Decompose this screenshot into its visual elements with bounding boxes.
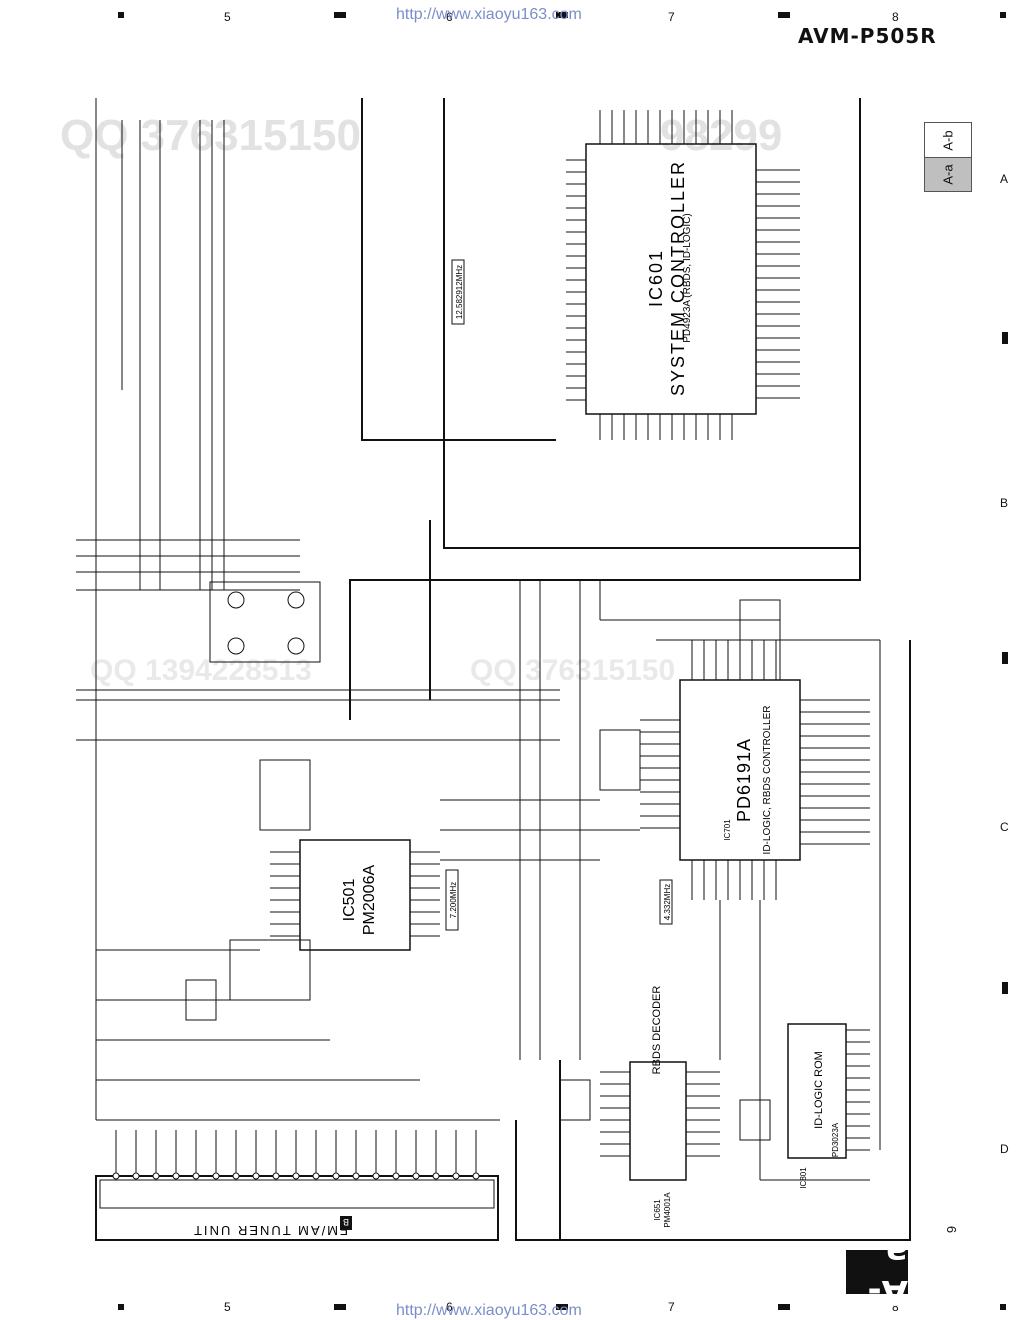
row-label-d: D [1000, 1142, 1009, 1156]
crystal-x501-label: 7.200MHz [449, 882, 458, 918]
ic701-part: PD6191A [734, 738, 754, 822]
ic501-ref: IC501 [341, 879, 358, 922]
crystal-x701: 4.332MHz [659, 879, 673, 925]
watermark-url-bottom: http://www.xiaoyu163.com [396, 1302, 582, 1319]
svg-text:QQ 1394228513: QQ 1394228513 [90, 654, 312, 687]
model-title: AVM-P505R [798, 24, 937, 48]
column-label-5: 5 [224, 10, 231, 24]
registration-mark [1002, 982, 1008, 994]
column-label-7-bottom: 7 [668, 1300, 675, 1314]
registration-mark [556, 1304, 568, 1310]
row-label-a: A [1000, 172, 1009, 186]
registration-mark [778, 1304, 790, 1310]
svg-text:QQ 376315150: QQ 376315150 [470, 654, 675, 687]
registration-mark [778, 12, 790, 18]
crystal-x501: 7.200MHz [445, 869, 459, 931]
column-label-8-bottom: 8 [892, 1300, 899, 1314]
crystal-x601-label: 12.582912MHz [455, 265, 464, 319]
column-label-5-bottom: 5 [224, 1300, 231, 1314]
ic651-rbds-decoder: RBDS DECODER IC651 PM4001A [600, 986, 720, 1228]
registration-mark [1000, 1304, 1006, 1310]
ic801-part: PD3023A [831, 1122, 840, 1157]
svg-text:QQ 376315150: QQ 376315150 [60, 111, 361, 160]
ic601-ref: IC601 [646, 249, 666, 307]
row-label-c: C [1000, 820, 1009, 834]
ic601-system-controller: IC601 SYSTEM CONTROLLER PD4923A (RBDS, I… [566, 110, 800, 440]
ic701-name: ID-LOGIC, RBDS CONTROLLER [762, 706, 773, 855]
ic651-part: PM4001A [663, 1192, 672, 1228]
crystal-x601: 12.582912MHz [451, 259, 465, 325]
column-label-6-bottom: 6 [446, 1300, 453, 1314]
ic701-ref: IC701 [723, 819, 732, 841]
ic801-ref: IC801 [799, 1167, 808, 1189]
ic801-name: ID-LOGIC ROM [813, 1051, 825, 1129]
tuner-unit-label: FM/AM TUNER UNIT [192, 1223, 348, 1238]
column-label-8: 8 [892, 10, 899, 24]
registration-mark [334, 1304, 346, 1310]
registration-mark [1002, 332, 1008, 344]
ic701-rbds-controller: PD6191A ID-LOGIC, RBDS CONTROLLER IC701 [640, 640, 870, 900]
tab-a-a[interactable]: A-a [924, 156, 972, 192]
ic601-name: SYSTEM CONTROLLER [668, 160, 688, 396]
watermark-layer: QQ 376315150 98299 QQ 1394228513 QQ 3763… [60, 111, 782, 687]
bus-lines [76, 98, 560, 1121]
ic651-ref: IC651 [653, 1199, 662, 1221]
ic801-id-logic-rom: ID-LOGIC ROM PD3023A IC801 [787, 1023, 870, 1189]
ic651-name: RBDS DECODER [651, 986, 663, 1075]
registration-mark [1002, 652, 1008, 664]
tuner-unit-ref: B [343, 1217, 349, 1227]
fm-am-tuner-unit: FM/AM TUNER UNIT B [95, 1130, 499, 1241]
registration-mark [334, 12, 346, 18]
registration-mark [556, 12, 568, 18]
watermark-url-top: http://www.xiaoyu163.com [396, 6, 582, 23]
registration-mark [118, 12, 124, 18]
column-label-7: 7 [668, 10, 675, 24]
ic601-part: PD4923A (RBDS, ID-LOGIC) [682, 213, 693, 342]
crystal-x701-label: 4.332MHz [663, 884, 672, 920]
row-label-b: B [1000, 496, 1009, 510]
column-label-6: 6 [446, 10, 453, 24]
ic501-pll: IC501 PM2006A [270, 839, 440, 951]
svg-text:98299: 98299 [660, 111, 782, 160]
frame-wires [349, 98, 911, 1241]
registration-mark [1000, 12, 1006, 18]
registration-mark [118, 1304, 124, 1310]
ic501-part: PM2006A [361, 865, 378, 936]
tab-a-b[interactable]: A-b [924, 122, 972, 158]
component-clusters [96, 580, 881, 1181]
